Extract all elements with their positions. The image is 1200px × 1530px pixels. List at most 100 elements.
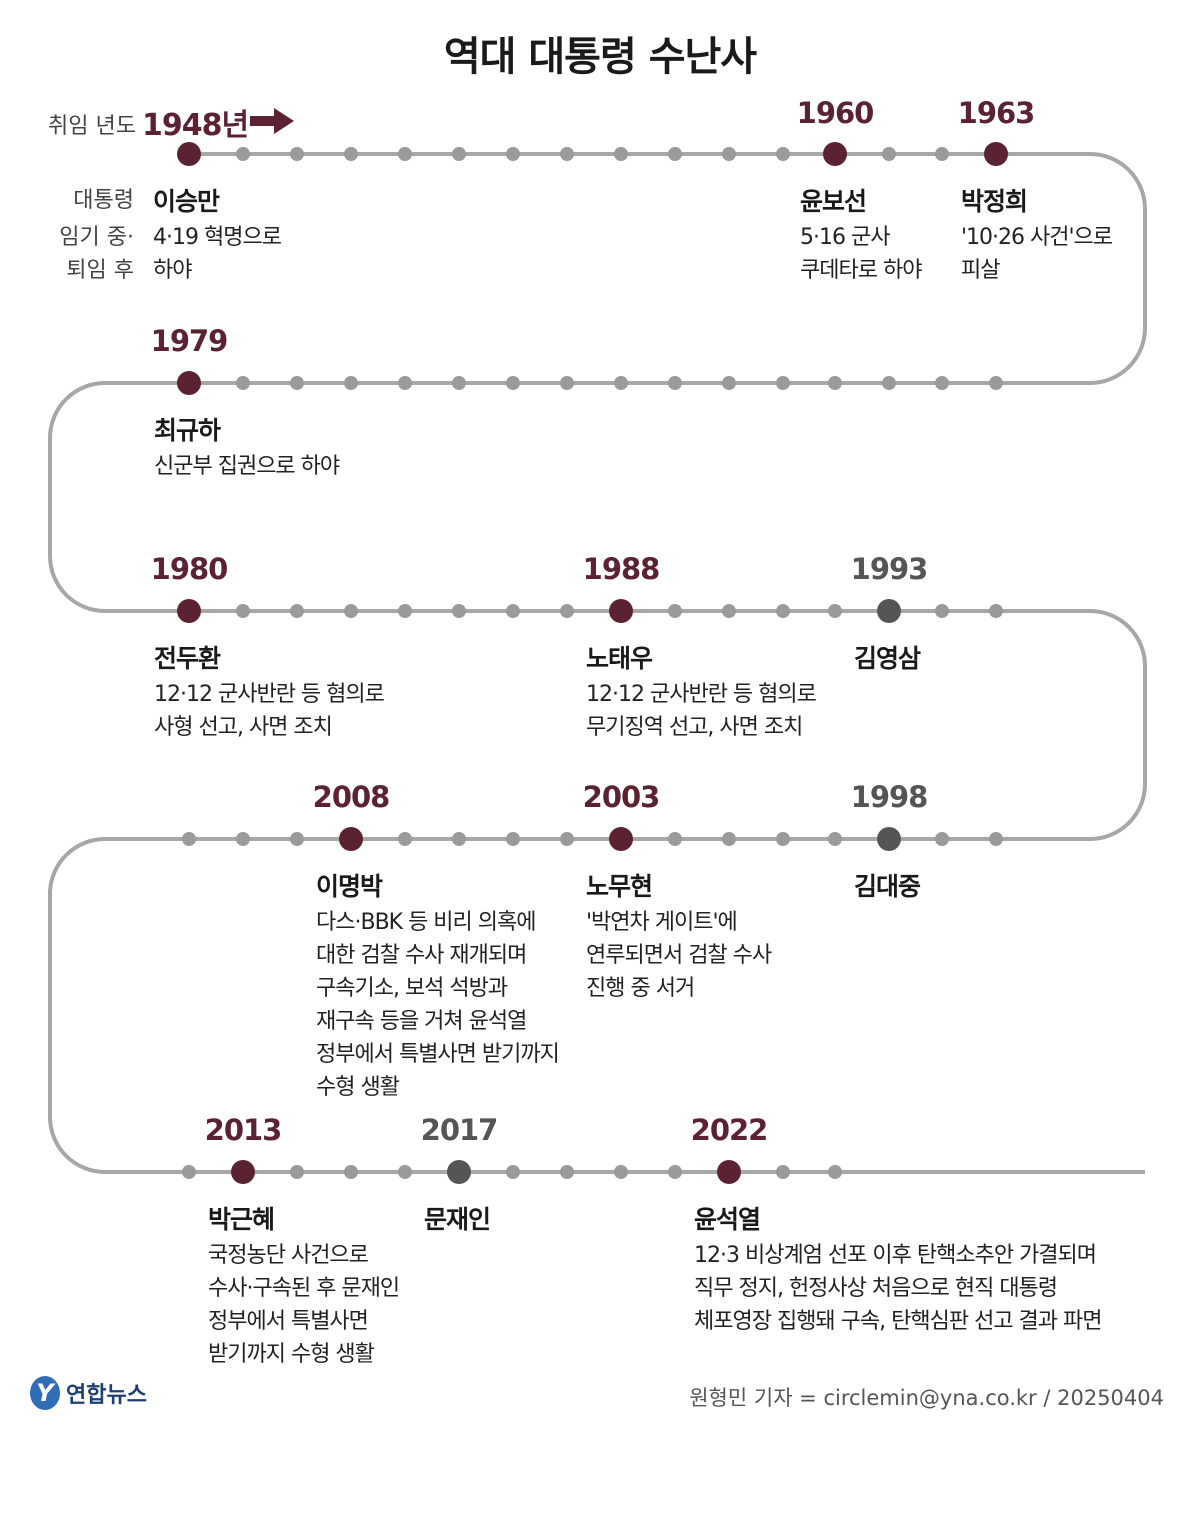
president-name-2013: 박근혜: [208, 1205, 275, 1234]
timeline-node-2017: [447, 1160, 471, 1184]
legend-start-year: 1948년: [142, 108, 249, 143]
president-desc-2013-4: 받기까지 수형 생활: [208, 1342, 375, 1367]
president-desc-2008-1: 다스·BBK 등 비리 의혹에: [316, 910, 537, 935]
president-name-rhee: 이승만: [153, 187, 220, 216]
president-desc-1980-2: 사형 선고, 사면 조치: [154, 715, 333, 740]
label-fate-1: 임기 중·: [59, 225, 134, 250]
president-desc-2008-2: 대한 검찰 수사 재개되며: [316, 943, 527, 968]
president-desc-2008-5: 정부에서 특별사면 받기까지: [316, 1042, 560, 1067]
yonhap-logo: Y 연합뉴스: [30, 1376, 147, 1410]
timeline-dot: [236, 832, 250, 846]
president-name-1960: 윤보선: [800, 187, 867, 216]
timeline-dot: [506, 832, 520, 846]
timeline-dot: [560, 1165, 574, 1179]
timeline-dot: [452, 147, 466, 161]
timeline-path: [48, 152, 1147, 1174]
timeline-dot: [290, 1165, 304, 1179]
timeline-dot: [506, 147, 520, 161]
president-name-2008: 이명박: [316, 872, 383, 901]
timeline-node-2008: [339, 827, 363, 851]
president-name-1980: 전두환: [154, 644, 221, 673]
timeline-dot: [776, 604, 790, 618]
timeline-dot: [506, 604, 520, 618]
president-desc-1980-1: 12·12 군사반란 등 혐의로: [154, 682, 385, 707]
timeline-dot: [776, 1165, 790, 1179]
president-name-1963: 박정희: [961, 187, 1028, 216]
president-desc-1963-2: 피살: [961, 258, 1000, 283]
president-name-2017: 문재인: [424, 1205, 491, 1234]
legend-prefix: 취임 년도: [48, 114, 136, 139]
timeline-dot: [668, 147, 682, 161]
page-title: 역대 대통령 수난사: [443, 34, 757, 80]
timeline-dot: [236, 376, 250, 390]
president-desc-2003-2: 연루되면서 검찰 수사: [586, 943, 772, 968]
timeline-dot: [344, 604, 358, 618]
timeline-dot: [398, 832, 412, 846]
president-name-2022: 윤석열: [694, 1205, 761, 1234]
timeline-dot: [560, 147, 574, 161]
timeline-dot: [452, 604, 466, 618]
timeline-dot: [398, 604, 412, 618]
timeline-dot: [722, 832, 736, 846]
president-desc-1960-1: 5·16 군사: [800, 225, 890, 250]
timeline-dot: [344, 147, 358, 161]
president-name-1993: 김영삼: [854, 644, 921, 673]
timeline-dot: [935, 604, 949, 618]
timeline-dot: [560, 832, 574, 846]
year-label-2003: 2003: [582, 780, 661, 814]
timeline-dot: [828, 832, 842, 846]
president-desc-1988-2: 무기징역 선고, 사면 조치: [586, 715, 803, 740]
timeline-dot: [560, 376, 574, 390]
timeline-dot: [776, 147, 790, 161]
president-name-1979: 최규하: [154, 416, 221, 445]
president-desc-2008-6: 수형 생활: [316, 1075, 400, 1100]
year-label-2022: 2022: [690, 1113, 769, 1147]
president-desc-1988-1: 12·12 군사반란 등 혐의로: [586, 682, 817, 707]
timeline-dot: [614, 147, 628, 161]
timeline-dot: [722, 604, 736, 618]
timeline-node-1993: [877, 599, 901, 623]
timeline-dot: [722, 147, 736, 161]
president-desc-2013-3: 정부에서 특별사면: [208, 1309, 369, 1334]
timeline-dot: [398, 376, 412, 390]
yonhap-logo-icon: Y: [30, 1376, 60, 1410]
timeline-dot: [935, 147, 949, 161]
timeline-dot: [506, 376, 520, 390]
timeline-dot: [882, 147, 896, 161]
president-desc-1979-1: 신군부 집권으로 하야: [154, 454, 340, 479]
yonhap-logo-text: 연합뉴스: [66, 1383, 147, 1408]
timeline-dot: [182, 1165, 196, 1179]
timeline-dot: [882, 376, 896, 390]
timeline-dot: [614, 1165, 628, 1179]
year-label-1960: 1960: [796, 96, 875, 130]
timeline-dot: [506, 1165, 520, 1179]
arrow-right-icon: [250, 108, 294, 134]
timeline-dot: [560, 604, 574, 618]
credit-line: 원형민 기자 = circlemin@yna.co.kr / 20250404: [689, 1386, 1164, 1410]
year-label-1979: 1979: [150, 324, 229, 358]
year-label-1993: 1993: [850, 552, 929, 586]
president-name-1988: 노태우: [586, 644, 653, 673]
president-desc-2003-1: '박연차 게이트'에: [586, 910, 738, 935]
timeline-node-1948: [177, 142, 201, 166]
president-desc-2008-3: 구속기소, 보석 석방과: [316, 976, 508, 1001]
president-desc-rhee-1: 4·19 혁명으로: [153, 225, 282, 250]
timeline-node-2003: [609, 827, 633, 851]
president-name-1998: 김대중: [854, 872, 921, 901]
year-label-2013: 2013: [204, 1113, 283, 1147]
timeline-dot: [989, 376, 1003, 390]
year-label-1998: 1998: [850, 780, 929, 814]
timeline-dot: [182, 832, 196, 846]
year-label-2008: 2008: [312, 780, 391, 814]
timeline-dot: [398, 1165, 412, 1179]
president-desc-2013-2: 수사·구속된 후 문재인: [208, 1276, 400, 1301]
year-label-1963: 1963: [957, 96, 1036, 130]
timeline-dot: [989, 604, 1003, 618]
timeline-dot: [344, 376, 358, 390]
timeline-dot: [452, 376, 466, 390]
timeline-dot: [290, 604, 304, 618]
timeline-dot: [668, 604, 682, 618]
timeline-dot: [935, 376, 949, 390]
timeline-dot: [828, 376, 842, 390]
